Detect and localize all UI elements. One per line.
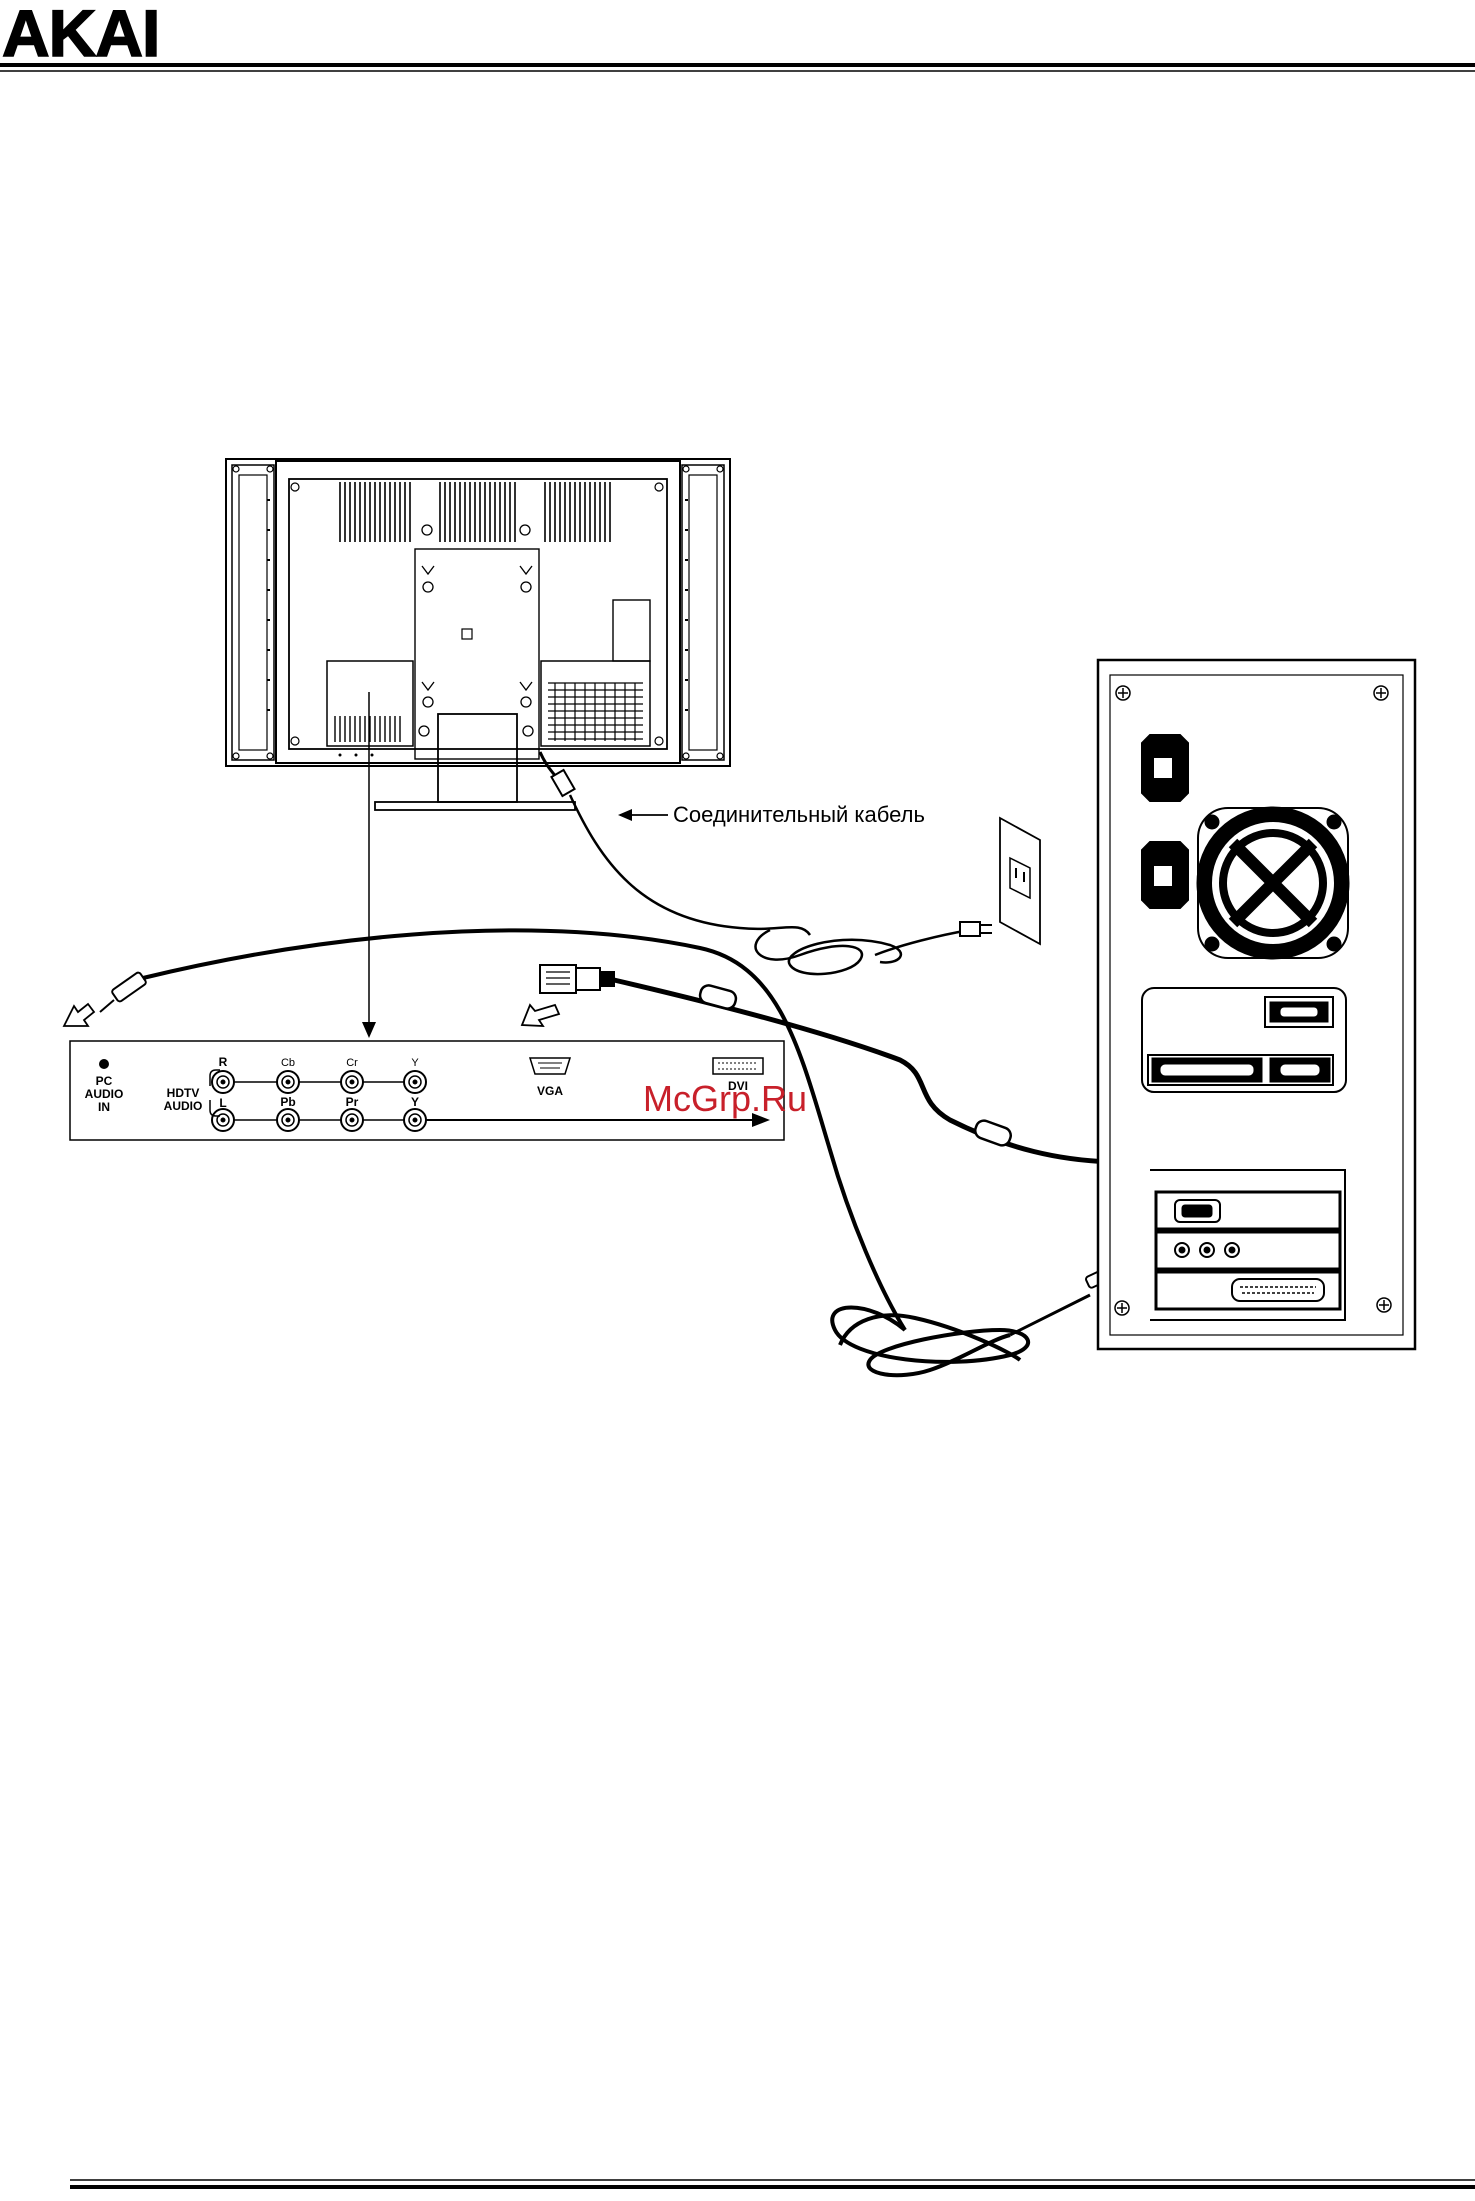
ferrite-bead-2 [973, 1118, 1013, 1147]
pb-label: Pb [280, 1095, 295, 1109]
brand-logo: AKAI [2, 0, 159, 70]
ferrite-bead-1 [698, 984, 737, 1011]
vesa-mount-holes [419, 566, 533, 736]
cb-label: Cb [281, 1057, 295, 1069]
audio-plug-tv-end [100, 972, 147, 1012]
vga-plug-hint-arrow [522, 1005, 559, 1026]
pc-tower-back [1098, 660, 1415, 1349]
vga-plug-tv-end [540, 965, 614, 993]
speaker-grille-right [685, 500, 688, 710]
r-label: R [219, 1055, 228, 1069]
tv-back-illustration [226, 459, 730, 810]
l-label: L [219, 1096, 226, 1110]
power-plug-tv-end [551, 770, 574, 796]
y-bottom-label: Y [411, 1095, 419, 1109]
cable-label-text: Соединительный кабель [673, 802, 925, 827]
pc-audio-in-label-2: AUDIO [85, 1087, 124, 1101]
vga-label: VGA [537, 1084, 563, 1098]
cr-label: Cr [346, 1057, 358, 1069]
pc-audio-in-jack [99, 1059, 109, 1069]
power-cable [540, 752, 992, 974]
pc-audio-in-label-1: PC [96, 1074, 113, 1088]
pc-fan-grille [1197, 807, 1349, 959]
callout-arrow-to-panel [362, 692, 376, 1038]
watermark: McGrp.Ru [643, 1078, 807, 1119]
cable-label-callout: Соединительный кабель [618, 802, 925, 827]
tv-top-vents [340, 482, 610, 542]
power-plug-wall-end [960, 922, 980, 936]
page-header: AKAI [0, 0, 1475, 71]
y-top-label: Y [411, 1057, 419, 1069]
hdtv-audio-label-2: AUDIO [164, 1099, 203, 1113]
hdtv-audio-label-1: HDTV [167, 1086, 200, 1100]
wall-outlet-icon [1000, 818, 1040, 944]
page-footer [70, 2180, 1475, 2187]
audio-cable [64, 930, 1134, 1375]
plug-in-hint-arrow [64, 1004, 94, 1026]
pr-label: Pr [346, 1095, 359, 1109]
pc-audio-in-label-3: IN [98, 1100, 110, 1114]
